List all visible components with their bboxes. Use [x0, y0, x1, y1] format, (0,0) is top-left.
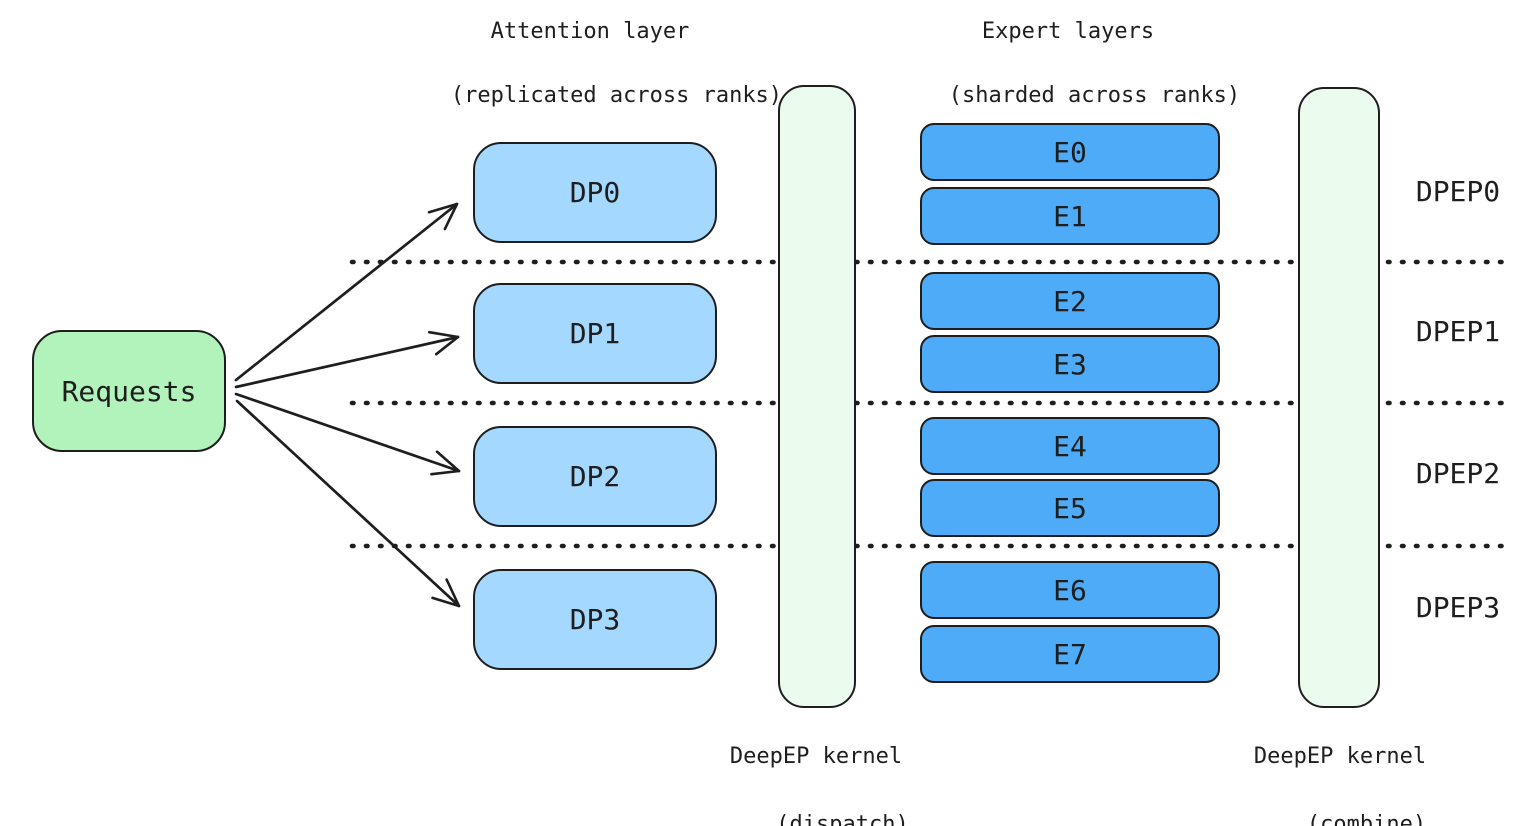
expert-box-7-label: E7 [1053, 637, 1087, 671]
dpep-rank-label-1: DPEP1 [1403, 314, 1513, 348]
dp-box-0: DP0 [473, 142, 717, 243]
expert-box-0: E0 [920, 123, 1220, 181]
attention-layer-header: Attention layer (replicated across ranks… [370, 16, 810, 144]
arrow-requests-dp1 [234, 330, 460, 389]
dp-box-2-label: DP2 [569, 460, 621, 493]
expert-box-2-label: E2 [1053, 284, 1087, 318]
expert-box-4: E4 [920, 417, 1220, 475]
dpep-rank-label-2-text: DPEP2 [1415, 456, 1501, 490]
expert-box-3: E3 [920, 335, 1220, 393]
dp-box-3: DP3 [473, 569, 717, 670]
dispatch-caption-line2: (dispatch) [776, 812, 909, 826]
expert-box-0-label: E0 [1053, 135, 1087, 169]
expert-box-6-label: E6 [1053, 573, 1087, 607]
dp-box-3-label: DP3 [569, 603, 621, 636]
deepep-combine-caption: DeepEP kernel (combine) [1220, 740, 1460, 826]
dpep-rank-label-3-text: DPEP3 [1415, 590, 1501, 624]
requests-box: Requests [32, 330, 226, 452]
dp-box-1: DP1 [473, 283, 717, 384]
expert-header-line2: (sharded across ranks) [948, 83, 1241, 108]
request-arrows [234, 202, 461, 608]
expert-box-1: E1 [920, 187, 1220, 245]
dp-box-1-label: DP1 [569, 317, 621, 350]
expert-box-5: E5 [920, 479, 1220, 537]
combine-caption-line2: (combine) [1306, 812, 1427, 826]
dp-box-0-label: DP0 [569, 176, 621, 209]
arrow-requests-dp3 [235, 399, 461, 608]
expert-header-line1: Expert layers [981, 19, 1155, 44]
expert-box-6: E6 [920, 561, 1220, 619]
dp-box-2: DP2 [473, 426, 717, 527]
dispatch-caption-line1: DeepEP kernel [729, 744, 903, 769]
expert-box-1-label: E1 [1053, 199, 1087, 233]
expert-box-7: E7 [920, 625, 1220, 683]
dpep-rank-label-3: DPEP3 [1403, 590, 1513, 624]
expert-box-4-label: E4 [1053, 429, 1087, 463]
dpep-rank-label-1-text: DPEP1 [1415, 314, 1501, 348]
arrow-requests-dp0 [234, 202, 459, 382]
deepep-combine-bar [1298, 87, 1380, 708]
expert-box-3-label: E3 [1053, 347, 1087, 381]
attention-header-line1: Attention layer [490, 19, 690, 44]
dpep-rank-label-2: DPEP2 [1403, 456, 1513, 490]
attention-header-line2: (replicated across ranks) [450, 83, 783, 108]
expert-box-5-label: E5 [1053, 491, 1087, 525]
expert-layers-header: Expert layers (sharded across ranks) [848, 16, 1288, 144]
deepep-dispatch-bar [778, 85, 856, 708]
dpep-rank-label-0-text: DPEP0 [1415, 174, 1501, 208]
dpep-rank-label-0: DPEP0 [1403, 174, 1513, 208]
expert-box-2: E2 [920, 272, 1220, 330]
requests-label: Requests [61, 374, 197, 408]
combine-caption-line1: DeepEP kernel [1253, 744, 1427, 769]
deepep-dispatch-caption: DeepEP kernel (dispatch) [696, 740, 936, 826]
arrow-requests-dp2 [234, 392, 461, 476]
